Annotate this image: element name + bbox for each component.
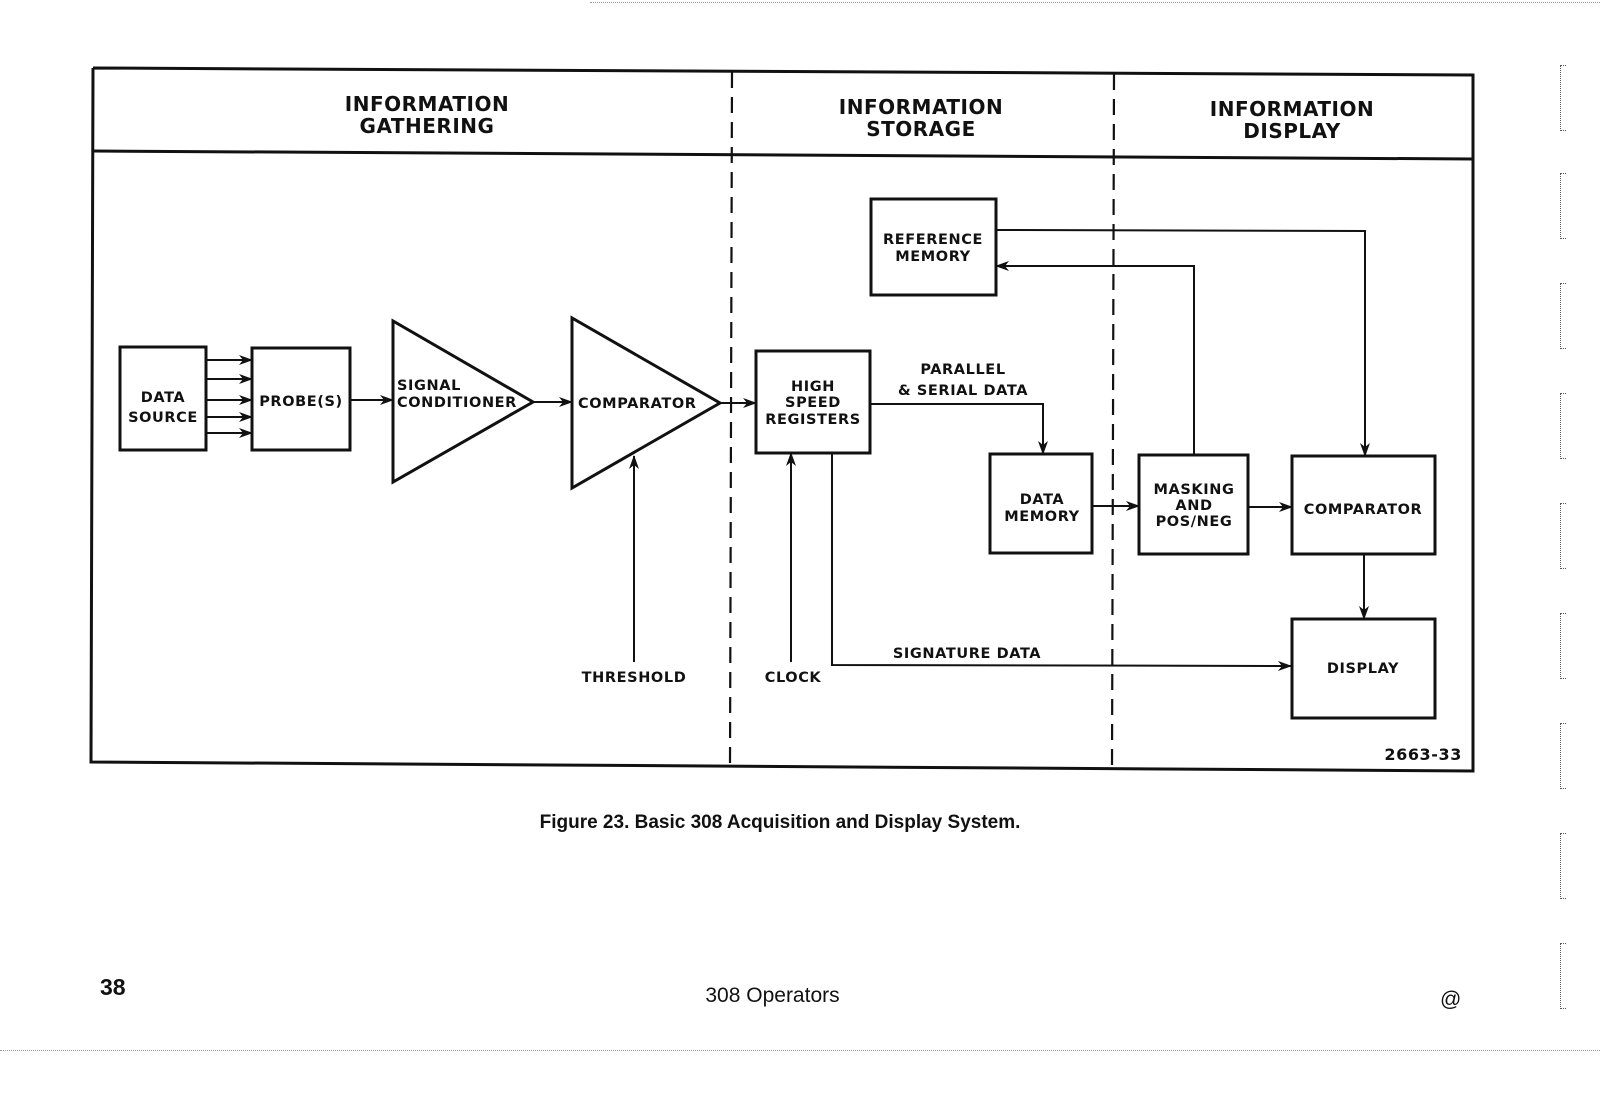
section-header-line2: GATHERING: [360, 114, 495, 138]
display-block: DISPLAY: [1290, 617, 1437, 720]
block-label: REGISTERS: [765, 412, 861, 428]
block-label: DISPLAY: [1327, 661, 1399, 677]
comparator-1-block: COMPARATOR: [570, 315, 724, 491]
reference-to-comparator-path: [995, 229, 1370, 457]
binder-mark: [1560, 613, 1566, 679]
binder-mark: [1560, 943, 1566, 1009]
high-speed-registers-block: HIGH SPEED REGISTERS: [754, 349, 872, 455]
binder-mark: [1560, 723, 1566, 789]
signature-data-path: [831, 453, 1292, 671]
block-label: DATA: [141, 390, 186, 406]
reference-memory-block: REFERENCE MEMORY: [869, 197, 998, 297]
block-label: SPEED: [785, 395, 841, 411]
block-label: MEMORY: [895, 249, 971, 265]
section-divider-1: [728, 71, 734, 766]
figure-caption: Figure 23. Basic 308 Acquisition and Dis…: [539, 812, 1021, 833]
block-label: PROBE(S): [259, 394, 343, 410]
data-lines: [206, 355, 253, 438]
diagram-frame: [89, 66, 1475, 773]
page-number: 38: [100, 974, 126, 1000]
section-header-line1: INFORMATION: [1210, 97, 1374, 121]
block-label: COMPARATOR: [1304, 502, 1423, 518]
threshold-label: THRESHOLD: [582, 670, 687, 686]
section-header-gathering: INFORMATION GATHERING: [345, 92, 509, 138]
footer-mark: @: [1440, 988, 1462, 1011]
data-memory-block: DATA MEMORY: [988, 452, 1094, 555]
block-label: DATA: [1020, 492, 1065, 508]
section-header-line2: STORAGE: [866, 117, 976, 141]
parallel-serial-path: [870, 403, 1048, 455]
binder-mark: [1560, 173, 1566, 239]
parallel-label: PARALLEL: [920, 362, 1005, 378]
binder-mark: [1560, 283, 1566, 349]
binder-mark: [1560, 65, 1566, 131]
signature-data-label: SIGNATURE DATA: [893, 646, 1041, 662]
serial-data-label: & SERIAL DATA: [898, 383, 1028, 399]
block-label: CONDITIONER: [397, 395, 517, 411]
binder-mark: [1560, 833, 1566, 899]
block-label: SOURCE: [128, 410, 198, 426]
section-header-line1: INFORMATION: [839, 95, 1003, 119]
block-label: MEMORY: [1004, 509, 1080, 525]
clock-label: CLOCK: [765, 670, 822, 686]
masking-to-reference-path: [995, 261, 1195, 455]
block-label: MASKING: [1154, 482, 1235, 498]
block-label: POS/NEG: [1156, 514, 1233, 530]
section-header-line1: INFORMATION: [345, 92, 509, 116]
section-divider-2: [1110, 73, 1116, 769]
section-header-line2: DISPLAY: [1243, 119, 1340, 143]
section-header-display: INFORMATION DISPLAY: [1210, 97, 1374, 143]
probes-block: PROBE(S): [250, 346, 352, 452]
scan-edge-top: [590, 2, 1600, 3]
footer-title: 308 Operators: [705, 984, 840, 1007]
comparator-2-block: COMPARATOR: [1290, 454, 1437, 556]
scan-edge-bottom: [0, 1050, 1600, 1051]
block-label: HIGH: [791, 379, 835, 395]
masking-block: MASKING AND POS/NEG: [1137, 453, 1250, 556]
figure-id: 2663-33: [1384, 745, 1462, 764]
block-label: COMPARATOR: [578, 396, 697, 412]
block-label: REFERENCE: [883, 232, 983, 248]
block-label: AND: [1175, 498, 1212, 514]
data-source-block: DATA SOURCE: [118, 345, 208, 452]
section-header-storage: INFORMATION STORAGE: [839, 95, 1003, 141]
block-label: SIGNAL: [397, 378, 461, 394]
binder-mark: [1560, 503, 1566, 569]
binder-mark: [1560, 393, 1566, 459]
signal-conditioner-block: SIGNAL CONDITIONER: [391, 318, 537, 485]
